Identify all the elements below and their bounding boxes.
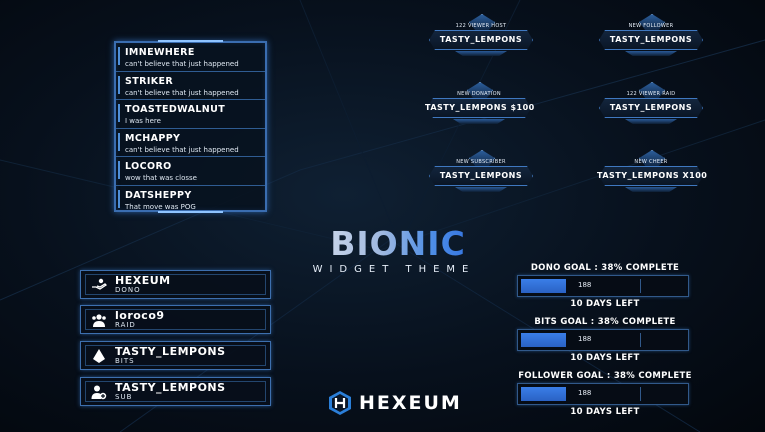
goal-bits: BITS GOAL : 38% COMPLETE 188 10 DAYS LEF… <box>517 317 693 367</box>
alert-base <box>625 187 677 192</box>
goal-days-left: 10 DAYS LEFT <box>570 299 640 309</box>
raid-group-icon <box>92 314 106 327</box>
brand-name: HEXEUM <box>359 392 462 414</box>
alert-raid: 122 VIEWER RAID TASTY_LEMPONS <box>597 82 705 130</box>
alert-frame <box>599 98 703 118</box>
chat-username: MCHAPPY <box>125 132 181 144</box>
chat-text: That move was POG <box>125 202 196 211</box>
alert-frame <box>429 166 533 186</box>
chat-message: STRIKER can't believe that just happened <box>116 72 265 100</box>
alert-type: NEW DONATION <box>457 91 501 97</box>
chat-text: I was here <box>125 117 161 125</box>
goal-title: DONO GOAL : 38% COMPLETE <box>530 263 680 273</box>
event-name: TASTY_LEMPONS <box>115 381 226 394</box>
goal-remaining-slot <box>640 279 686 293</box>
chat-text: can't believe that just happened <box>125 60 239 68</box>
chat-message: LOCORO wow that was closse <box>116 157 265 186</box>
goal-progress-fill <box>521 333 566 347</box>
alert-host: 122 VIEWER HOST TASTY_LEMPONS <box>427 14 535 62</box>
chat-text: can't believe that just happened <box>125 145 239 154</box>
goal-progress-fill <box>521 387 566 401</box>
alert-base <box>453 119 505 124</box>
alert-cheer: NEW CHEER TASTY_LEMPONS X100 <box>597 150 708 198</box>
alert-type: NEW CHEER <box>634 159 668 165</box>
event-type: BITS <box>115 357 135 365</box>
alert-subscriber: NEW SUBSCRIBER TASTY_LEMPONS <box>427 150 535 198</box>
goal-progress-bar: 188 <box>517 275 689 297</box>
goal-remaining-slot <box>640 387 686 401</box>
alert-name: TASTY_LEMPONS <box>609 103 693 112</box>
alert-type: NEW FOLLOWER <box>628 23 674 29</box>
theme-subtitle: WIDGET THEME <box>312 264 476 275</box>
alert-base <box>455 187 507 192</box>
event-row-dono: HEXEUM DONO <box>80 270 271 299</box>
chat-message: DATSHEPPY That move was POG <box>116 186 265 215</box>
subscriber-add-icon <box>91 385 107 400</box>
alert-name: TASTY_LEMPONS <box>439 35 523 44</box>
event-name: loroco9 <box>115 309 165 322</box>
alert-base <box>455 51 507 56</box>
goal-target: 188 <box>578 335 592 343</box>
chat-username: IMNEWHERE <box>125 47 195 58</box>
goal-days-left: 10 DAYS LEFT <box>570 407 640 417</box>
goal-days-left: 10 DAYS LEFT <box>570 353 640 363</box>
event-type: RAID <box>115 321 136 329</box>
chat-username: DATSHEPPY <box>125 189 192 201</box>
goal-target: 188 <box>578 389 592 397</box>
goal-progress-bar: 188 <box>517 383 689 405</box>
alert-frame <box>429 30 533 50</box>
goal-remaining-slot <box>640 333 686 347</box>
alert-name: TASTY_LEMPONS X100 <box>597 171 708 180</box>
alert-frame <box>599 166 703 186</box>
chat-message: IMNEWHERE can't believe that just happen… <box>116 43 265 72</box>
event-row-bits: TASTY_LEMPONS BITS <box>80 341 271 370</box>
hexeum-hex-icon <box>329 391 351 415</box>
alert-name: TASTY_LEMPONS <box>439 171 523 180</box>
goal-dono: DONO GOAL : 38% COMPLETE 188 10 DAYS LEF… <box>517 263 693 313</box>
goal-title: BITS GOAL : 38% COMPLETE <box>534 317 676 327</box>
chat-panel: IMNEWHERE can't believe that just happen… <box>114 40 267 215</box>
event-row-raid: loroco9 RAID <box>80 305 271 334</box>
theme-title: BIONIC <box>318 224 478 264</box>
alert-type: NEW SUBSCRIBER <box>456 159 506 165</box>
bits-gem-icon <box>93 349 105 363</box>
chat-username: STRIKER <box>125 75 174 87</box>
chat-text: wow that was closse <box>125 174 197 182</box>
chat-username: LOCORO <box>125 161 172 172</box>
chat-username: TOASTEDWALNUT <box>125 104 226 115</box>
event-name: HEXEUM <box>115 274 171 287</box>
alert-type: 122 VIEWER RAID <box>626 91 676 97</box>
brand-logo: HEXEUM <box>328 389 460 417</box>
event-name: TASTY_LEMPONS <box>115 345 226 358</box>
goal-target: 188 <box>578 281 592 289</box>
chat-text: can't believe that just happened <box>125 88 239 97</box>
chat-message: TOASTEDWALNUT I was here <box>116 100 265 129</box>
alert-follower: NEW FOLLOWER TASTY_LEMPONS <box>597 14 705 62</box>
goal-follower: FOLLOWER GOAL : 38% COMPLETE 188 10 DAYS… <box>517 371 693 421</box>
chat-message: MCHAPPY can't believe that just happened <box>116 129 265 157</box>
goal-progress-fill <box>521 279 566 293</box>
event-row-sub: TASTY_LEMPONS SUB <box>80 377 271 406</box>
event-type: SUB <box>115 393 133 401</box>
goal-title: FOLLOWER GOAL : 38% COMPLETE <box>518 371 692 381</box>
alert-type: 122 VIEWER HOST <box>455 23 507 29</box>
alert-base <box>625 51 677 56</box>
donation-hand-icon <box>92 278 107 290</box>
goal-progress-bar: 188 <box>517 329 689 351</box>
alert-name: TASTY_LEMPONS $100 <box>425 103 535 112</box>
alert-base <box>625 119 677 124</box>
alert-donation: NEW DONATION TASTY_LEMPONS $100 <box>425 82 535 130</box>
alert-frame <box>427 98 531 118</box>
alert-frame <box>599 30 703 50</box>
alert-name: TASTY_LEMPONS <box>609 35 693 44</box>
event-type: DONO <box>115 286 141 294</box>
